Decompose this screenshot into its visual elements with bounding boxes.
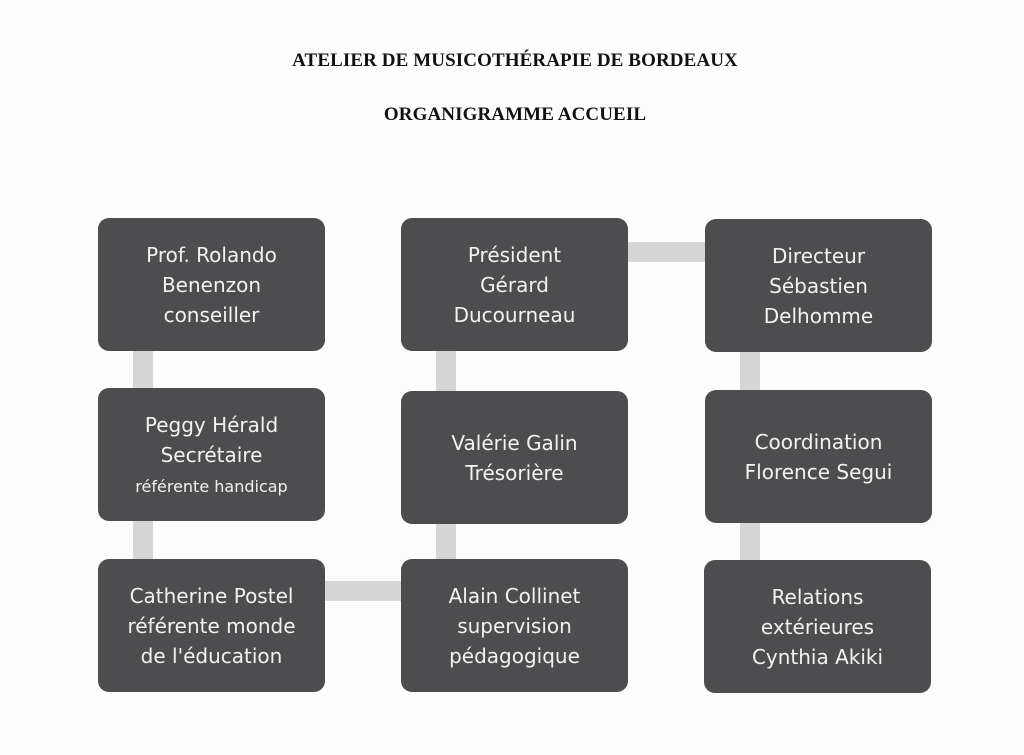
node-line: Relations [771, 584, 864, 609]
node-line: Secrétaire [160, 442, 263, 467]
node-note: référente handicap [135, 476, 288, 496]
node-line: pédagogique [449, 643, 580, 668]
node-line: référente monde [127, 613, 296, 638]
connector-ducourneau-delhomme [627, 242, 705, 262]
node-line: de l'éducation [140, 643, 283, 668]
node-line: supervision [457, 613, 572, 638]
connector-herald-postel [133, 521, 153, 559]
connector-postel-collinet [325, 581, 401, 601]
node-line: Prof. Rolando [146, 242, 277, 267]
org-node-herald: Peggy Hérald Secrétaire référente handic… [98, 388, 325, 521]
node-line: Florence Segui [744, 459, 893, 484]
node-line: Directeur [771, 243, 866, 268]
node-line: Peggy Hérald [144, 412, 279, 437]
node-line: Catherine Postel [129, 583, 294, 608]
org-node-ducourneau: Président Gérard Ducourneau [401, 218, 628, 351]
node-line: Président [467, 242, 562, 267]
org-node-akiki: Relations extérieures Cynthia Akiki [704, 560, 931, 693]
node-line: extérieures [760, 614, 875, 639]
node-line: Sébastien [769, 273, 868, 298]
org-node-collinet: Alain Collinet supervision pédagogique [401, 559, 628, 692]
node-line: Cynthia Akiki [751, 644, 884, 669]
node-line: Valérie Galin [451, 430, 578, 455]
node-line: Benenzon [161, 272, 262, 297]
node-line: Coordination [754, 429, 883, 454]
node-line: Gérard [480, 272, 549, 297]
connector-segui-akiki [740, 522, 760, 560]
node-line: Alain Collinet [448, 583, 581, 608]
org-node-postel: Catherine Postel référente monde de l'éd… [98, 559, 325, 692]
org-node-delhomme: Directeur Sébastien Delhomme [705, 219, 932, 352]
org-node-segui: Coordination Florence Segui [705, 390, 932, 523]
document-title: ATELIER DE MUSICOTHÉRAPIE DE BORDEAUX [292, 50, 738, 71]
connector-collinet-galin [436, 524, 456, 559]
document-subtitle: ORGANIGRAMME ACCUEIL [383, 104, 647, 125]
org-node-benenzon: Prof. Rolando Benenzon conseiller [98, 218, 325, 351]
node-line: Trésorière [465, 460, 564, 485]
node-line: conseiller [163, 302, 260, 327]
org-node-galin: Valérie Galin Trésorière [401, 391, 628, 524]
node-line: Delhomme [763, 303, 874, 328]
node-line: Ducourneau [453, 302, 576, 327]
connector-benenzon-herald [133, 351, 153, 388]
connector-delhomme-segui [740, 352, 760, 390]
connector-galin-ducourneau [436, 351, 456, 391]
